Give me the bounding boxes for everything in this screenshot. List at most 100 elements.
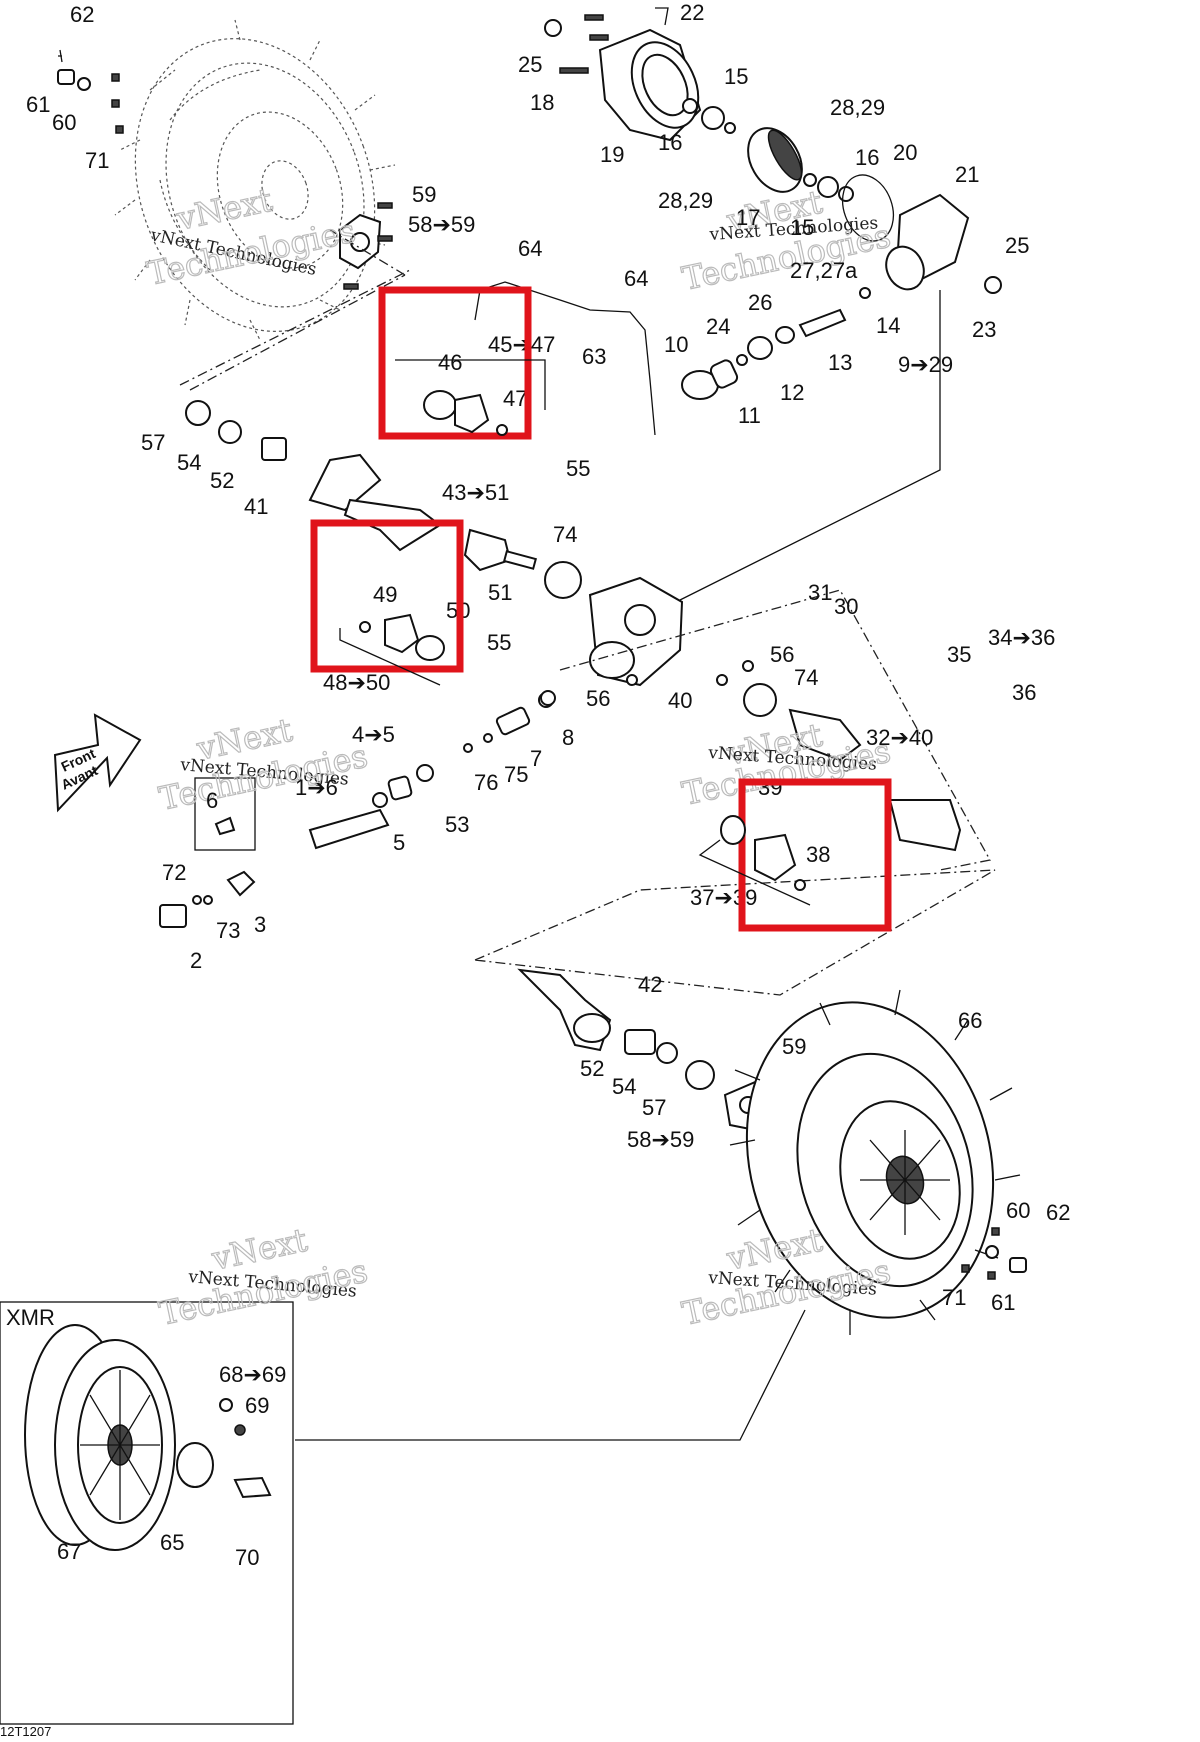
callout-61b: 61: [991, 1290, 1015, 1315]
callout-76: 76: [474, 770, 498, 795]
callout-74b: 74: [794, 665, 818, 690]
callout-2727a: 27,27a: [790, 258, 858, 283]
callout-61a: 61: [26, 92, 50, 117]
callout-57b: 57: [642, 1095, 666, 1120]
callout-63: 63: [582, 344, 606, 369]
callout-41: 41: [244, 494, 268, 519]
callout-31: 31: [808, 580, 832, 605]
callout-57a: 57: [141, 430, 165, 455]
callout-26: 26: [748, 290, 772, 315]
callout-16c: 1➔6: [295, 775, 338, 800]
callout-40: 40: [668, 688, 692, 713]
callout-56a: 56: [770, 642, 794, 667]
callout-25b: 25: [1005, 233, 1029, 258]
callout-6: 6: [206, 788, 218, 813]
boundary-top-left: [189, 229, 406, 391]
callout-24: 24: [706, 314, 730, 339]
callout-18: 18: [530, 90, 554, 115]
callout-70: 70: [235, 1545, 259, 1570]
callout-12: 12: [780, 380, 804, 405]
leader-inset: [295, 1309, 806, 1441]
callout-4547: 45➔47: [488, 332, 555, 357]
inset-frame: [0, 1301, 294, 1725]
callout-2: 2: [190, 948, 202, 973]
diff-cover: [885, 193, 1002, 294]
watermark-vnext: vNext: [173, 181, 276, 238]
callout-16a: 16: [658, 130, 682, 155]
callout-10: 10: [664, 332, 688, 357]
leader-rear: [679, 290, 941, 601]
callout-45: 4➔5: [352, 722, 395, 747]
callout-13: 13: [828, 350, 852, 375]
callout-3436: 34➔36: [988, 625, 1055, 650]
callout-2829a: 28,29: [830, 95, 885, 120]
callout-55a: 55: [566, 456, 590, 481]
highlight-box-boot-kit-48-50: [310, 519, 464, 673]
callout-35: 35: [947, 642, 971, 667]
callout-73: 73: [216, 918, 240, 943]
pinion-assembly: [681, 287, 871, 400]
front-diff: [538, 561, 684, 708]
vent-hose: [474, 281, 656, 436]
callout-19: 19: [600, 142, 624, 167]
callout-71a: 71: [85, 148, 109, 173]
callout-17: 17: [736, 205, 760, 230]
callout-5859b: 58➔59: [627, 1127, 694, 1152]
highlight-box-boot-kit-37-39: [738, 778, 892, 932]
callout-4850: 48➔50: [323, 670, 390, 695]
callout-53: 53: [445, 812, 469, 837]
boundary-lower: [472, 869, 996, 996]
callout-51: 51: [488, 580, 512, 605]
callout-49: 49: [373, 582, 397, 607]
callout-62b: 62: [1046, 1200, 1070, 1225]
boundary-front: [559, 589, 992, 871]
top-left-hardware: [57, 49, 124, 134]
callout-72: 72: [162, 860, 186, 885]
right-axle: [716, 660, 962, 852]
diagram-reference: 12T1207: [0, 1724, 51, 1739]
left-axle: [185, 400, 538, 572]
callout-20: 20: [893, 140, 917, 165]
callout-6869: 68➔69: [219, 1362, 286, 1387]
callout-30: 30: [834, 594, 858, 619]
callout-15a: 15: [724, 64, 748, 89]
prop-shaft: [159, 690, 556, 928]
callout-2829b: 28,29: [658, 188, 713, 213]
callout-46: 46: [438, 350, 462, 375]
callout-15b: 15: [790, 215, 814, 240]
highlight-box-boot-kit-45-47: [378, 286, 532, 440]
front-arrow: Front Avant: [53, 713, 142, 813]
callout-64b: 64: [624, 266, 648, 291]
callout-47: 47: [503, 386, 527, 411]
wheel-top-left: [114, 19, 396, 341]
watermark-large: Technologies: [144, 212, 359, 293]
callout-929: 9➔29: [898, 352, 953, 377]
callout-42: 42: [638, 972, 662, 997]
callout-54b: 54: [612, 1074, 636, 1099]
ring-gear: [682, 98, 895, 242]
callout-59a: 59: [412, 182, 436, 207]
inset-wheel: [24, 1324, 272, 1551]
callout-60b: 60: [1006, 1198, 1030, 1223]
callout-71b: 71: [942, 1285, 966, 1310]
callout-5: 5: [393, 830, 405, 855]
inset-title: XMR: [6, 1305, 55, 1330]
wheel-bottom-right: [729, 989, 1027, 1335]
callout-4351: 43➔51: [442, 480, 509, 505]
callout-66: 66: [958, 1008, 982, 1033]
callout-22: 22: [680, 0, 704, 25]
callout-69: 69: [245, 1393, 269, 1418]
callout-11: 11: [738, 403, 761, 428]
callout-3: 3: [254, 912, 266, 937]
callout-14: 14: [876, 313, 900, 338]
callout-67: 67: [57, 1539, 81, 1564]
callout-3240: 32➔40: [866, 725, 933, 750]
callout-75: 75: [504, 762, 528, 787]
callout-7: 7: [530, 746, 542, 771]
callout-5859a: 58➔59: [408, 212, 475, 237]
callout-8: 8: [562, 725, 574, 750]
callout-38: 38: [806, 842, 830, 867]
callout-65: 65: [160, 1530, 184, 1555]
